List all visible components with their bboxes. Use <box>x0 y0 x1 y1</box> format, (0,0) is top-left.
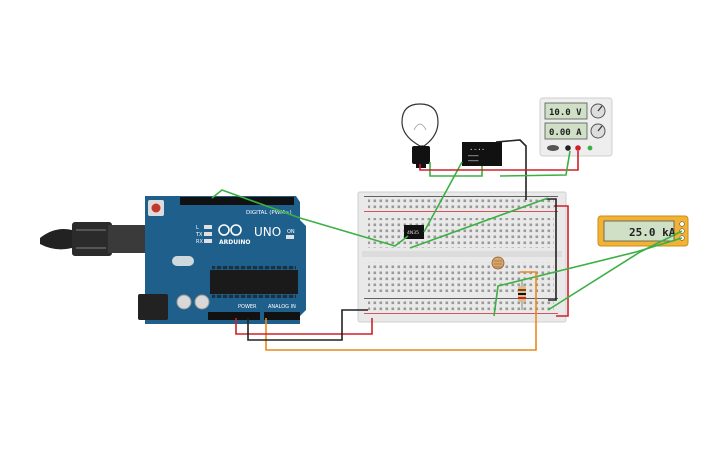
current-display <box>544 122 588 140</box>
wire-red-supply[interactable] <box>419 151 579 171</box>
wire-green-meter-2[interactable] <box>547 230 683 311</box>
wire-black-relay[interactable] <box>495 139 527 200</box>
voltage-display <box>544 102 588 120</box>
led-l-label: L <box>196 225 199 231</box>
resistor-icon[interactable] <box>518 280 526 310</box>
bottom-rail-positive-holes[interactable] <box>368 307 554 312</box>
crystal-oscillator <box>172 256 194 266</box>
wire-black-rail[interactable] <box>546 198 557 301</box>
breadboard[interactable] <box>357 191 567 323</box>
arduino-brand: ARDUINO <box>219 239 250 246</box>
multimeter-reading: 25.0 kA <box>629 226 676 239</box>
analog-header-pins <box>265 313 299 319</box>
power-switch[interactable] <box>547 145 559 151</box>
power-supply[interactable]: 10.0 V 0.00 A <box>539 97 613 157</box>
photoresistor-icon[interactable] <box>491 256 505 270</box>
voltage-value: 10.0 V <box>549 108 582 118</box>
power-header-pins <box>209 313 259 319</box>
wire-green-signal[interactable] <box>211 189 409 247</box>
lightbulb-icon[interactable] <box>401 103 439 168</box>
terminal-strip-upper[interactable] <box>368 218 554 248</box>
led-l <box>204 225 212 229</box>
wire-red-rail[interactable] <box>554 205 569 317</box>
multimeter-display <box>603 220 675 242</box>
capacitor-2 <box>194 294 210 310</box>
reset-button-knob[interactable] <box>151 203 161 213</box>
top-rail-positive-holes[interactable] <box>368 205 554 210</box>
center-channel <box>362 251 562 257</box>
terminal-negative[interactable] <box>565 145 571 151</box>
wire-green-supply[interactable] <box>499 150 571 177</box>
relay-icon[interactable]: • ~ • • ━━━━━ ━━━━━ <box>462 142 502 166</box>
bottom-rail-negative-holes[interactable] <box>368 300 554 305</box>
chip-pins-bottom <box>212 294 296 298</box>
microcontroller-chip <box>210 270 298 294</box>
chip-pins-top <box>212 266 296 270</box>
wire-red-5v[interactable] <box>235 318 373 335</box>
relay-marking-3: ━━━━━ <box>467 159 479 163</box>
led-on <box>286 235 294 239</box>
wire-green-bulb[interactable] <box>429 162 483 177</box>
top-rail-negative-holes[interactable] <box>368 198 554 203</box>
usb-cable-icon[interactable] <box>40 222 146 256</box>
multimeter[interactable]: 25.0 kA <box>597 215 689 247</box>
arduino-logo-icon <box>218 224 242 236</box>
arduino-model: UNO <box>254 225 281 239</box>
terminal-strip-lower[interactable] <box>368 262 554 292</box>
multimeter-port-a[interactable] <box>679 221 685 227</box>
terminal-positive[interactable] <box>575 145 581 151</box>
digital-label: DIGITAL (PWM~) <box>246 210 292 216</box>
current-knob-indicator <box>597 125 603 132</box>
wires <box>211 139 683 351</box>
led-on-label: ON <box>287 229 295 235</box>
analog-label: ANALOG IN <box>268 304 296 310</box>
wire-black-gnd[interactable] <box>247 309 368 341</box>
led-rx-label: RX <box>196 239 203 245</box>
wire-green-meter-1[interactable] <box>493 237 683 317</box>
wire-green-diagonal[interactable] <box>409 197 549 249</box>
ic-label: 4N35 <box>407 230 419 236</box>
current-value: 0.00 A <box>549 128 582 138</box>
power-jack[interactable] <box>138 294 168 320</box>
led-rx <box>204 239 212 243</box>
voltage-knob-indicator <box>597 105 603 112</box>
terminal-ground[interactable] <box>587 145 593 151</box>
relay-marking-1: • ~ • • <box>470 147 484 152</box>
digital-header-pins <box>181 198 293 204</box>
wire-green-relay[interactable] <box>423 161 463 233</box>
optocoupler-ic[interactable]: 4N35 <box>404 225 424 239</box>
capacitor-1 <box>176 294 192 310</box>
power-label: POWER <box>238 304 257 310</box>
relay-marking-2: ━━━━━ <box>467 154 479 158</box>
led-tx <box>204 232 212 236</box>
led-tx-label: TX <box>195 232 203 238</box>
arduino-uno-board[interactable]: DIGITAL (PWM~) L TX RX ARDUINO UNO ON PO… <box>40 196 306 324</box>
